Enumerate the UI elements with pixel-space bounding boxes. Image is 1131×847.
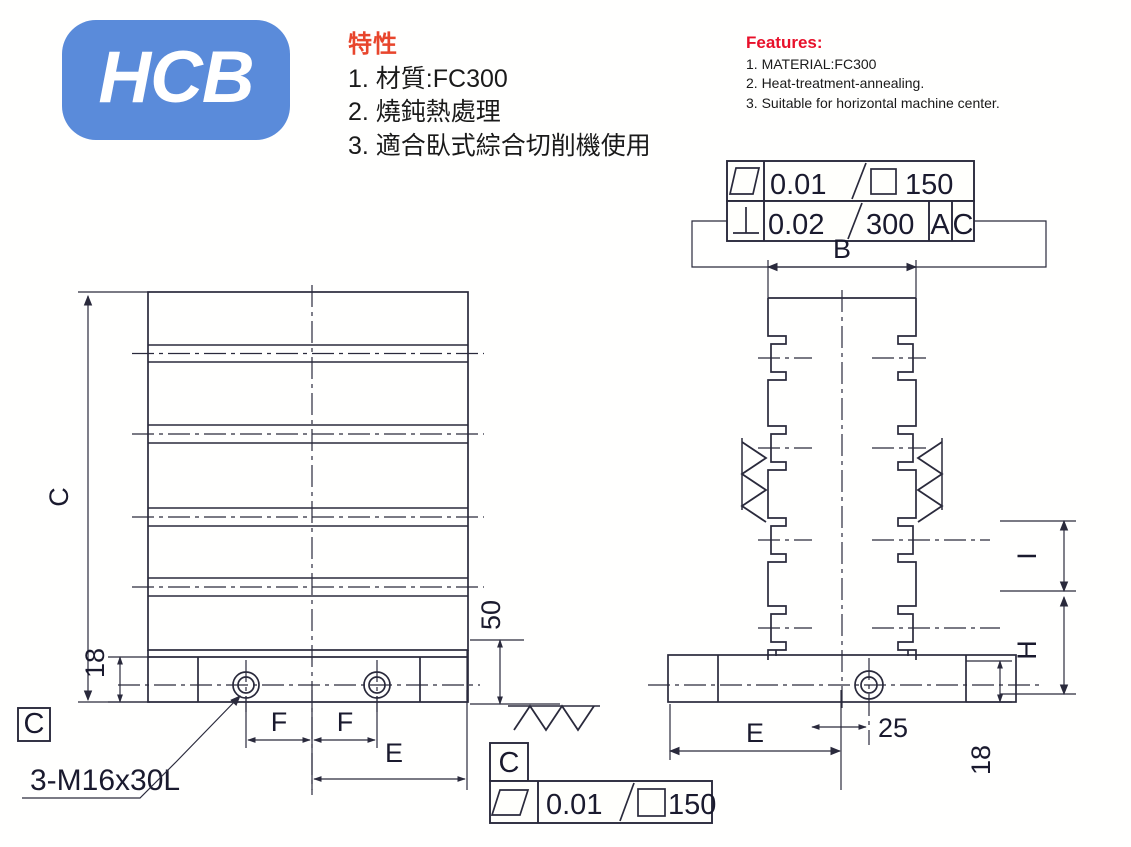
tolerance-bottom-separator: [619, 782, 635, 822]
dimension-side-base-E: E: [668, 690, 842, 790]
tolerance-top-row1-separator: [851, 162, 867, 200]
dimension-label-H: H: [1012, 640, 1042, 660]
tolerance-frame-bottom: C 0.01 150: [489, 742, 716, 824]
side-view-base-plate: [648, 654, 1040, 703]
thread-callout-group: 3-M16x30L: [22, 695, 241, 799]
tolerance-bottom-qualifier: 150: [668, 789, 716, 821]
dimension-side-width-B: B: [766, 234, 918, 298]
front-view: C 18 C 3-M16x30L: [17, 285, 600, 799]
tolerance-bottom-datum-label: C: [499, 747, 520, 779]
dimension-front-hole-pitch: F F E: [245, 690, 468, 790]
dimension-label-F-2: F: [337, 707, 354, 737]
tolerance-top-datum-A: A: [930, 209, 950, 241]
dimension-label-base-18: 18: [80, 648, 110, 678]
features-chinese-item-1: 1. 材質:FC300: [348, 65, 508, 93]
dimension-label-25: 25: [878, 713, 908, 743]
tolerance-top-row1-frame: [726, 160, 975, 202]
dimension-front-base-18: 18: [80, 648, 150, 703]
surface-finish-icon-side-right: [916, 438, 944, 523]
tolerance-bottom-value: 0.01: [546, 789, 602, 821]
tolerance-top-datum-C: C: [953, 209, 974, 241]
tolerance-top-row1-value: 0.01: [770, 169, 826, 201]
front-view-slot-group-4: [132, 577, 484, 597]
side-view-threaded-hole: [854, 658, 884, 745]
features-english-item-3: 3. Suitable for horizontal machine cente…: [746, 94, 1000, 111]
dimension-label-B: B: [833, 234, 851, 264]
features-english-item-1: 1. MATERIAL:FC300: [746, 56, 877, 72]
features-english-heading: Features:: [746, 33, 823, 52]
tolerance-top-row2-separator: [847, 202, 863, 240]
features-chinese-block: 特性 1. 材質:FC300 2. 燒鈍熱處理 3. 適合臥式綜合切削機使用: [348, 24, 688, 163]
front-view-base-plate: [118, 650, 480, 703]
tolerance-top-row1-qualifier: 150: [905, 169, 953, 201]
dimension-side-slot-span-I: I: [1000, 519, 1076, 593]
front-view-slot-group-1: [132, 344, 484, 363]
front-view-body-outline: [147, 291, 469, 651]
features-english-item-2: 2. Heat-treatment-annealing.: [746, 75, 925, 92]
dimension-label-base-18-side: 18: [966, 745, 996, 775]
dimension-label-E-front: E: [385, 738, 403, 768]
side-view: B: [648, 220, 1076, 790]
parallelism-icon-bottom: [490, 789, 530, 816]
dimension-side-offset-25: 25: [811, 713, 908, 743]
side-view-right-tslot-profile: [897, 298, 917, 660]
square-icon-top: [870, 168, 897, 195]
dimension-label-C: C: [44, 487, 74, 507]
dimension-label-E-side: E: [746, 718, 764, 748]
tolerance-top-row2-value: 0.02: [768, 209, 824, 241]
perpendicularity-icon-top: [733, 207, 759, 234]
dimension-label-F-1: F: [271, 707, 288, 737]
parallelism-icon-top: [728, 167, 761, 195]
hcb-logo: HCB: [62, 20, 290, 140]
dimension-side-base-to-slot-H: H: [1000, 595, 1076, 696]
datum-box-C-front: C: [17, 707, 51, 742]
side-view-left-slot-centerlines: [758, 357, 812, 629]
logo-text: HCB: [98, 36, 254, 118]
dimension-label-50: 50: [476, 600, 506, 630]
thread-callout-label: 3-M16x30L: [30, 764, 180, 797]
features-chinese-heading: 特性: [348, 31, 398, 58]
surface-finish-icon-front: [508, 704, 600, 732]
features-chinese-item-3: 3. 適合臥式綜合切削機使用: [348, 131, 651, 160]
dimension-label-I: I: [1012, 552, 1042, 560]
square-icon-bottom: [637, 788, 666, 817]
tolerance-top-row2-qualifier: 300: [866, 209, 914, 241]
datum-label-C-front: C: [24, 708, 45, 740]
tolerance-frame-top: 0.01 150 0.02 300 A C: [726, 160, 975, 242]
features-english-block: Features: 1. MATERIAL:FC300 2. Heat-trea…: [746, 33, 1096, 113]
front-view-slot-group-3: [132, 507, 484, 527]
front-view-slot-group-2: [132, 424, 484, 444]
surface-finish-icon-side-left: [740, 438, 768, 523]
features-chinese-item-2: 2. 燒鈍熱處理: [348, 98, 501, 127]
dimension-front-slot-depth-50: 50: [470, 600, 560, 705]
side-view-right-slot-centerlines: [872, 357, 1000, 629]
tolerance-bottom-frame: [489, 780, 713, 824]
dimension-side-base-18: 18: [966, 660, 1012, 775]
side-view-left-tslot-profile: [767, 298, 787, 660]
